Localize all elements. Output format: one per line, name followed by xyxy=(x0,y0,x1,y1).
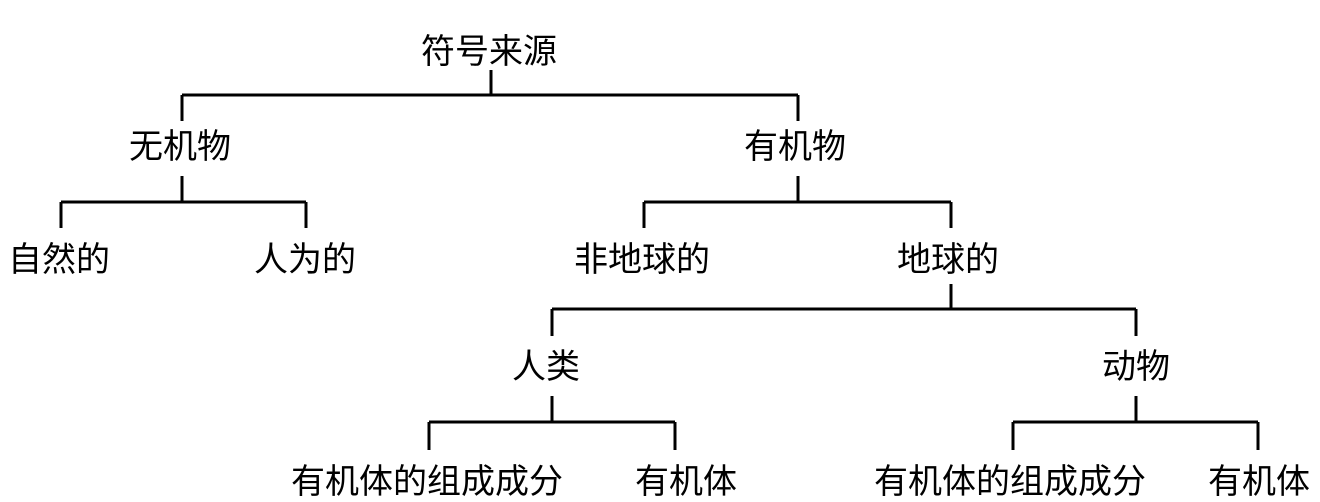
connector-terrestrial xyxy=(550,284,1138,336)
connectors xyxy=(59,70,1260,450)
node-humans-organism: 有机体 xyxy=(635,462,737,502)
node-humans-components: 有机体的组成成分 xyxy=(291,462,563,502)
connector-root xyxy=(180,70,800,121)
node-animals-components: 有机体的组成成分 xyxy=(874,462,1146,502)
node-humans: 人类 xyxy=(512,347,580,387)
node-inorganic: 无机物 xyxy=(129,127,231,167)
node-organic: 有机物 xyxy=(744,127,846,167)
node-labels: 符号来源 无机物 有机物 自然的 人为的 非地球的 地球的 人类 动物 有机体的… xyxy=(8,32,1310,502)
node-natural: 自然的 xyxy=(8,240,110,280)
node-artificial: 人为的 xyxy=(254,240,356,280)
connector-animals xyxy=(1011,396,1260,450)
node-animals-organism: 有机体 xyxy=(1208,462,1310,502)
node-terrestrial: 地球的 xyxy=(897,240,999,280)
node-root: 符号来源 xyxy=(421,32,557,72)
connector-organic xyxy=(642,176,953,228)
node-non-terrestrial: 非地球的 xyxy=(574,240,710,280)
connector-inorganic xyxy=(59,176,308,228)
node-animals: 动物 xyxy=(1102,347,1170,387)
connector-humans xyxy=(427,396,677,450)
